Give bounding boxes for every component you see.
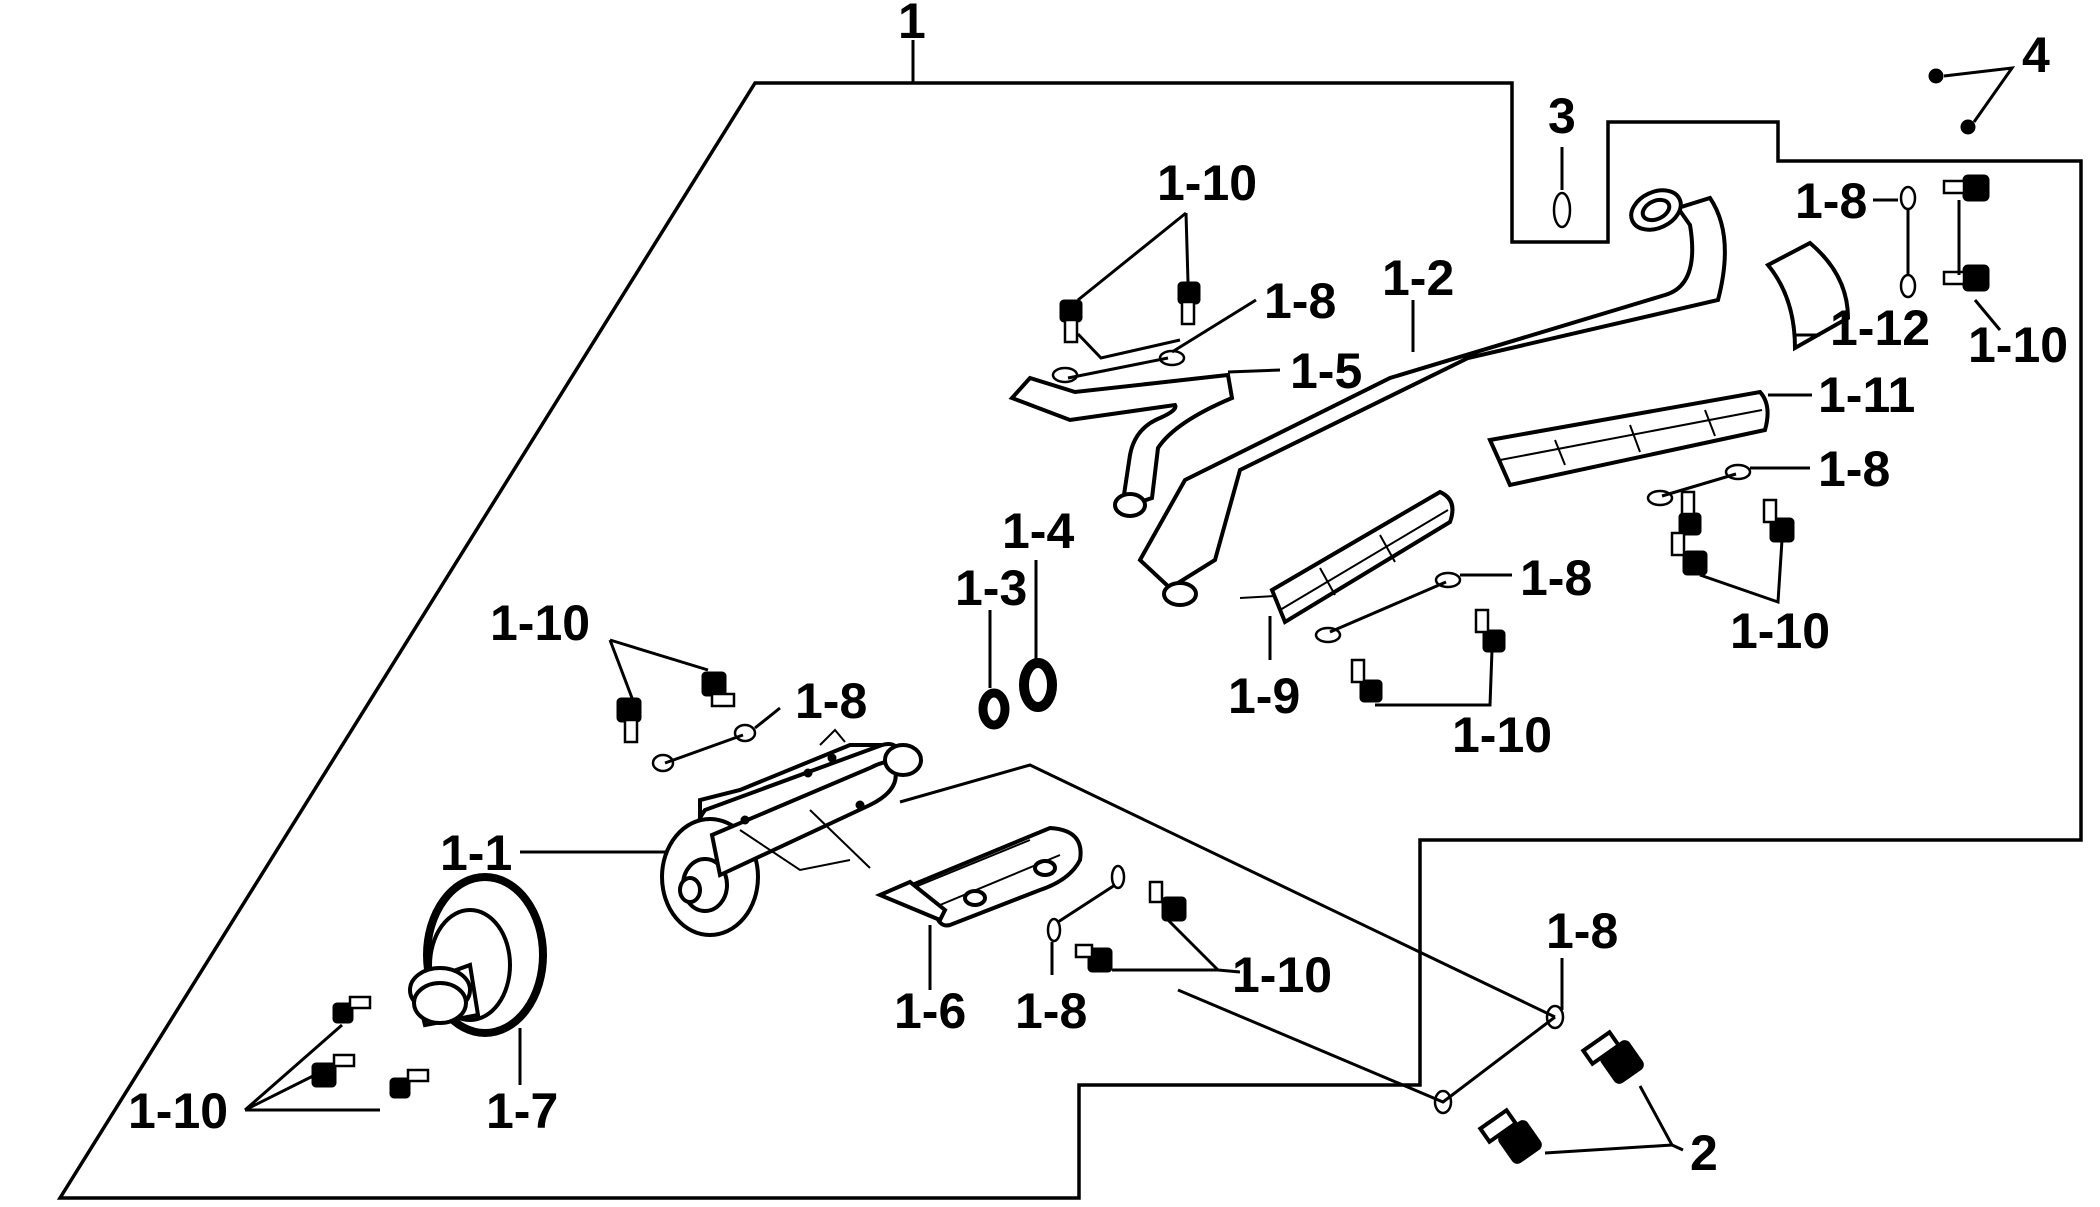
ring-parts xyxy=(978,560,1057,730)
label-washer-5: 1-8 xyxy=(1546,903,1618,959)
y-pipe-part xyxy=(1008,372,1235,518)
bolt-parts xyxy=(311,174,1990,1164)
assembly-boundary xyxy=(56,81,2083,1200)
clip-part xyxy=(1928,66,2016,135)
label-exhaust-pipe: 1-2 xyxy=(1382,250,1454,306)
end-cap-part xyxy=(408,873,547,1037)
rear-pipe-guard-part xyxy=(1487,389,1770,488)
label-ring-small: 1-3 xyxy=(955,560,1027,616)
muffler-guard-part xyxy=(874,825,1083,928)
label-gasket-top: 3 xyxy=(1548,88,1576,144)
label-washer-lower: 1-8 xyxy=(1015,983,1087,1039)
label-bolt-pair-right: 2 xyxy=(1690,1125,1718,1181)
small-heat-shield-part xyxy=(1764,240,1851,352)
front-pipe-guard-part xyxy=(1239,489,1455,625)
label-muffler: 1-1 xyxy=(440,825,512,881)
label-washer-right-mid: 1-8 xyxy=(1818,441,1890,497)
label-bolts-top-right: 1-10 xyxy=(1968,317,2068,373)
label-washer-top-left: 1-8 xyxy=(1264,273,1336,329)
label-washer-muffler: 1-8 xyxy=(795,673,867,729)
label-ring-large: 1-4 xyxy=(1002,503,1074,559)
label-end-cap: 1-7 xyxy=(486,1083,558,1139)
label-bolts-top-left: 1-10 xyxy=(1157,155,1257,211)
label-pipe-guard-rear: 1-11 xyxy=(1818,367,1915,423)
leader-lines xyxy=(244,198,2002,1155)
label-clip-top: 4 xyxy=(2022,27,2050,83)
label-bolts-right-mid: 1-10 xyxy=(1730,603,1830,659)
label-washer-center: 1-8 xyxy=(1520,550,1592,606)
label-washer-top-right: 1-8 xyxy=(1795,173,1867,229)
label-muffler-guard: 1-6 xyxy=(894,983,966,1039)
label-bolts-lower: 1-10 xyxy=(1232,947,1332,1003)
part-labels: 1 3 4 2 1-8 1-1 1-2 1-3 1-4 1-5 1-6 1-7 … xyxy=(128,0,2068,1181)
label-pipe-guard-front: 1-9 xyxy=(1228,668,1300,724)
label-bolts-center: 1-10 xyxy=(1452,707,1552,763)
gasket-part xyxy=(1552,147,1572,229)
washer-parts xyxy=(651,185,1917,1115)
muffler-part xyxy=(660,728,923,937)
label-heat-shield-small: 1-12 xyxy=(1830,300,1930,356)
label-bolts-end-cap: 1-10 xyxy=(128,1083,228,1139)
label-y-pipe: 1-5 xyxy=(1290,343,1362,399)
label-assembly: 1 xyxy=(898,0,926,49)
label-bolts-muffler: 1-10 xyxy=(490,595,590,651)
exhaust-pipe-part xyxy=(1137,188,1727,607)
